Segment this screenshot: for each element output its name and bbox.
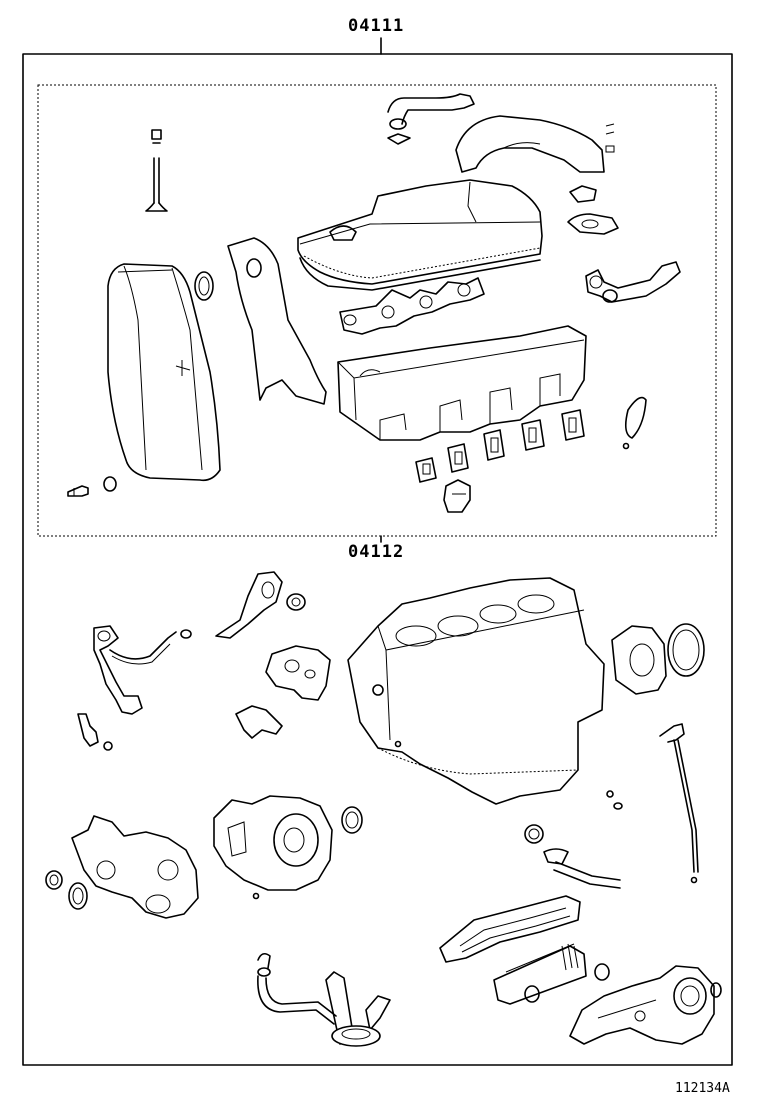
inner-kit-frame	[38, 85, 716, 536]
oil-pipe-bracket-icon	[94, 626, 191, 714]
water-pipe-icon	[388, 94, 474, 144]
cylinder-head-cover-icon	[298, 180, 542, 284]
oil-cooler-pipe-icon	[525, 791, 622, 888]
cylinder-block-icon	[348, 578, 604, 804]
water-outlet-icon	[444, 480, 470, 512]
intake-pipe-icon	[456, 116, 614, 172]
oil-strainer-icon	[258, 954, 390, 1046]
oil-dipstick-icon	[660, 724, 698, 883]
water-pump-icon	[236, 646, 330, 738]
oil-cooler-icon	[494, 944, 609, 1004]
outer-kit-label: 04111	[348, 16, 405, 36]
head-cover-gasket-icon	[300, 258, 540, 290]
oil-cooler-gasket-icon	[440, 896, 580, 962]
water-inlet-pipe-icon	[216, 572, 305, 638]
oil-pump-icon	[214, 796, 332, 899]
outer-kit-frame	[23, 54, 732, 1065]
oring-icon	[624, 398, 647, 449]
bolt-icon	[68, 477, 116, 496]
cylinder-head-icon	[338, 326, 586, 440]
intake-gaskets-icon	[568, 186, 618, 234]
crank-seal-icon	[46, 871, 87, 909]
timing-case-gasket-icon	[72, 816, 198, 918]
rear-oil-seal-icon	[612, 624, 704, 694]
fitting-icon	[78, 714, 112, 750]
oil-seal-icon	[195, 272, 213, 300]
manifold-gasket-icon	[340, 278, 484, 334]
exhaust-gaskets-icon	[416, 410, 584, 482]
timing-plate-gasket-icon	[228, 238, 326, 404]
figure-reference: 112134A	[675, 1081, 730, 1096]
water-pump-body-icon	[570, 966, 721, 1044]
bypass-pipe-icon	[586, 262, 680, 302]
oil-pump-oring-icon	[342, 807, 362, 833]
timing-cover-icon	[108, 264, 220, 480]
valve-icon	[146, 130, 167, 211]
inner-kit-label: 04112	[348, 542, 405, 562]
